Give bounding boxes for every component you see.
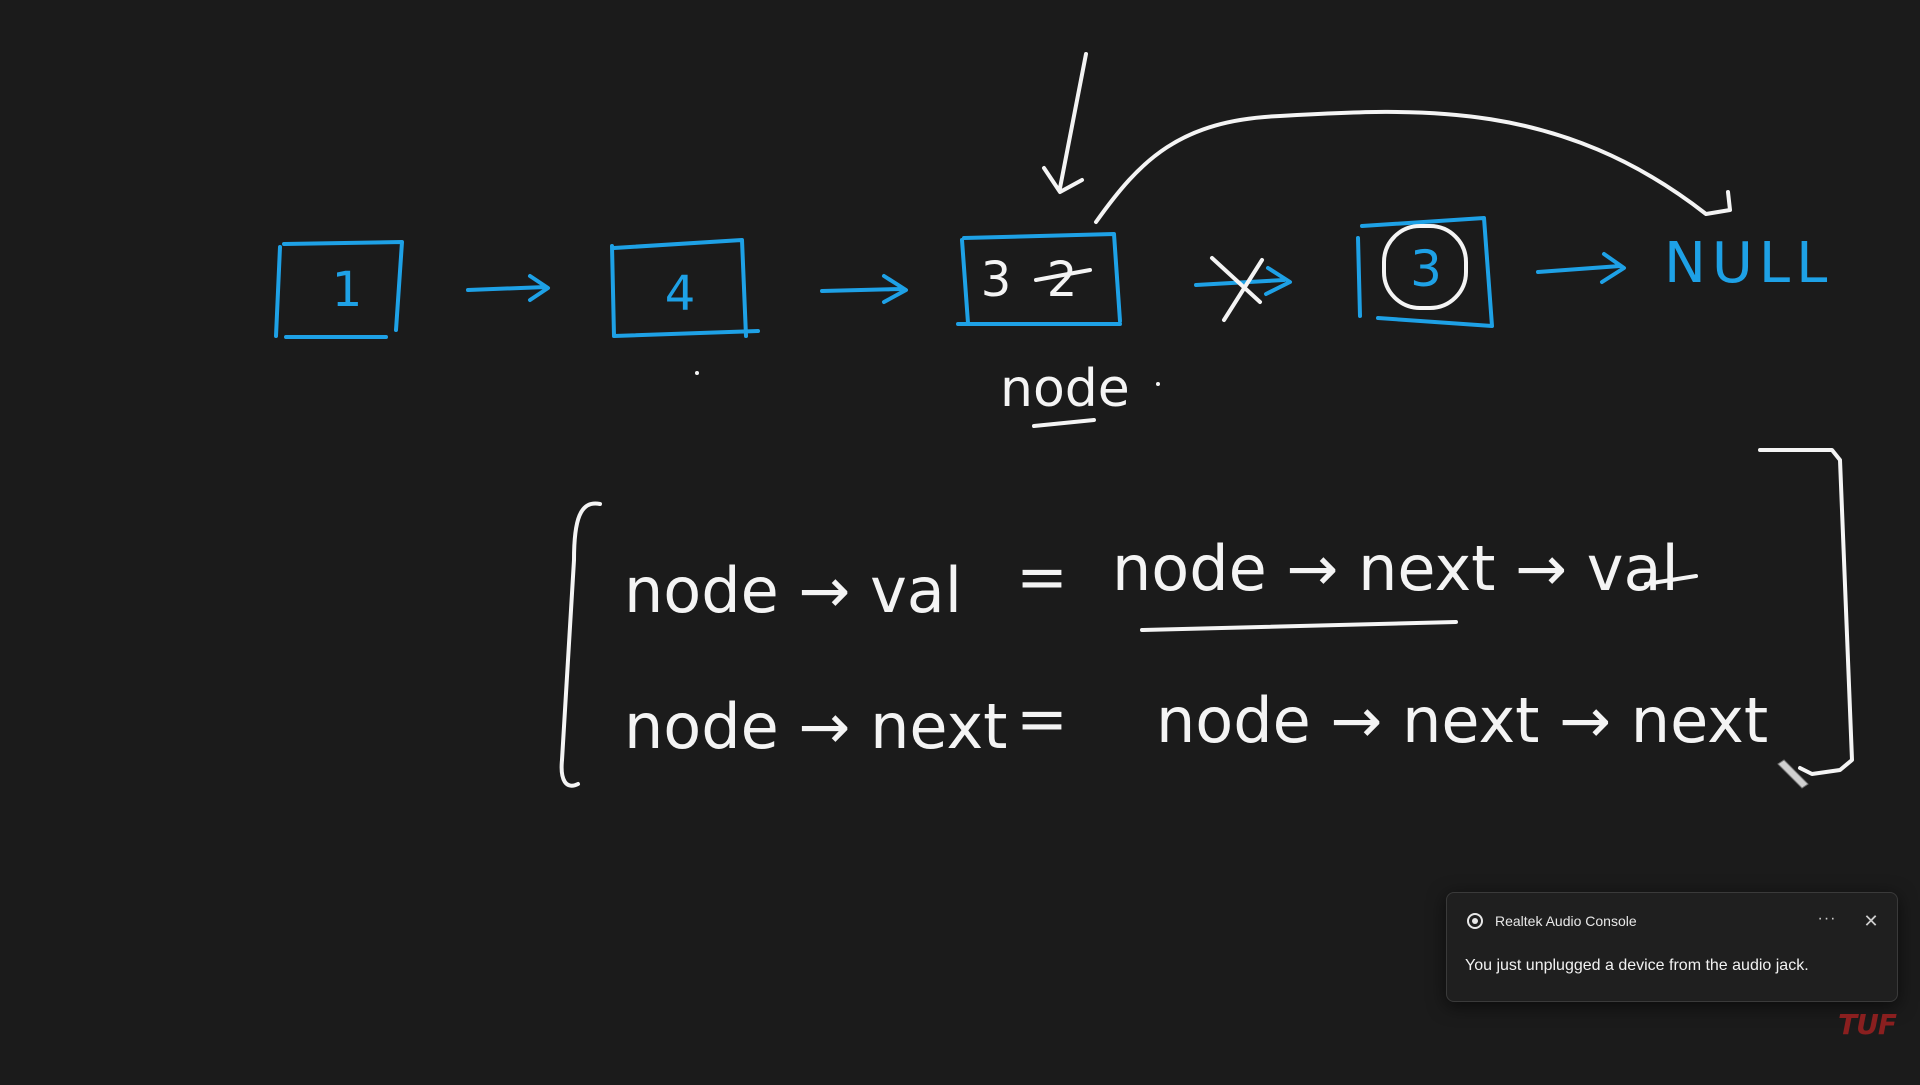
- val-underline: [1644, 574, 1698, 586]
- notification-toast[interactable]: Realtek Audio Console ··· ✕ You just unp…: [1446, 892, 1898, 1002]
- circle-highlight: [1382, 224, 1468, 310]
- linked-list-node-1: 1: [274, 240, 404, 339]
- code-line-1-equals: =: [1016, 540, 1068, 613]
- realtek-audio-icon: [1467, 913, 1483, 929]
- ink-dot: [695, 371, 699, 375]
- code-line-1-rhs: node → next → val: [1112, 532, 1679, 605]
- code-line-1-underline: [1140, 620, 1458, 632]
- node-3-value: 3: [981, 252, 1012, 308]
- linked-list-node-4: 3: [1356, 216, 1494, 328]
- code-line-2-equals: =: [1016, 682, 1068, 755]
- node-pointer-label: node: [1000, 359, 1130, 419]
- notification-header: Realtek Audio Console ··· ✕: [1467, 909, 1883, 933]
- close-icon[interactable]: ✕: [1863, 911, 1879, 931]
- tuf-logo: TUF: [1838, 1008, 1897, 1041]
- linked-list-node-2: 4: [610, 238, 760, 338]
- node-label-underline: [1032, 418, 1096, 428]
- node-1-value: 1: [332, 262, 363, 318]
- ink-dot: [1156, 382, 1160, 386]
- linked-list-node-3: 3 2: [956, 232, 1122, 326]
- pen-cursor-icon: [1777, 759, 1809, 789]
- bypass-arrow-icon: [1094, 109, 1732, 224]
- strike-line: [1034, 268, 1092, 282]
- arrow-4-to-3: [820, 274, 908, 304]
- cross-mark-icon: [1210, 256, 1264, 322]
- notification-message: You just unplugged a device from the aud…: [1465, 957, 1809, 974]
- node-4-value: 3: [1410, 240, 1442, 298]
- more-options-button[interactable]: ···: [1817, 910, 1837, 927]
- code-line-1-lhs: node → val: [624, 554, 962, 627]
- node-2-value: 4: [665, 266, 696, 322]
- arrow-to-null: [1536, 252, 1626, 284]
- node-3-old-value: 2: [1047, 252, 1078, 308]
- arrow-1-to-4: [466, 274, 550, 302]
- pointer-arrow-icon: [1042, 52, 1088, 194]
- code-line-1: node → val = node → next → val: [624, 532, 1698, 632]
- code-line-2: node → next = node → next → next: [624, 682, 1768, 763]
- null-label: NULL: [1664, 231, 1833, 296]
- notification-app-name: Realtek Audio Console: [1495, 913, 1637, 929]
- right-bracket: [1758, 448, 1854, 776]
- left-bracket: [559, 501, 602, 788]
- code-line-2-rhs: node → next → next: [1156, 684, 1768, 757]
- code-line-2-lhs: node → next: [624, 690, 1007, 763]
